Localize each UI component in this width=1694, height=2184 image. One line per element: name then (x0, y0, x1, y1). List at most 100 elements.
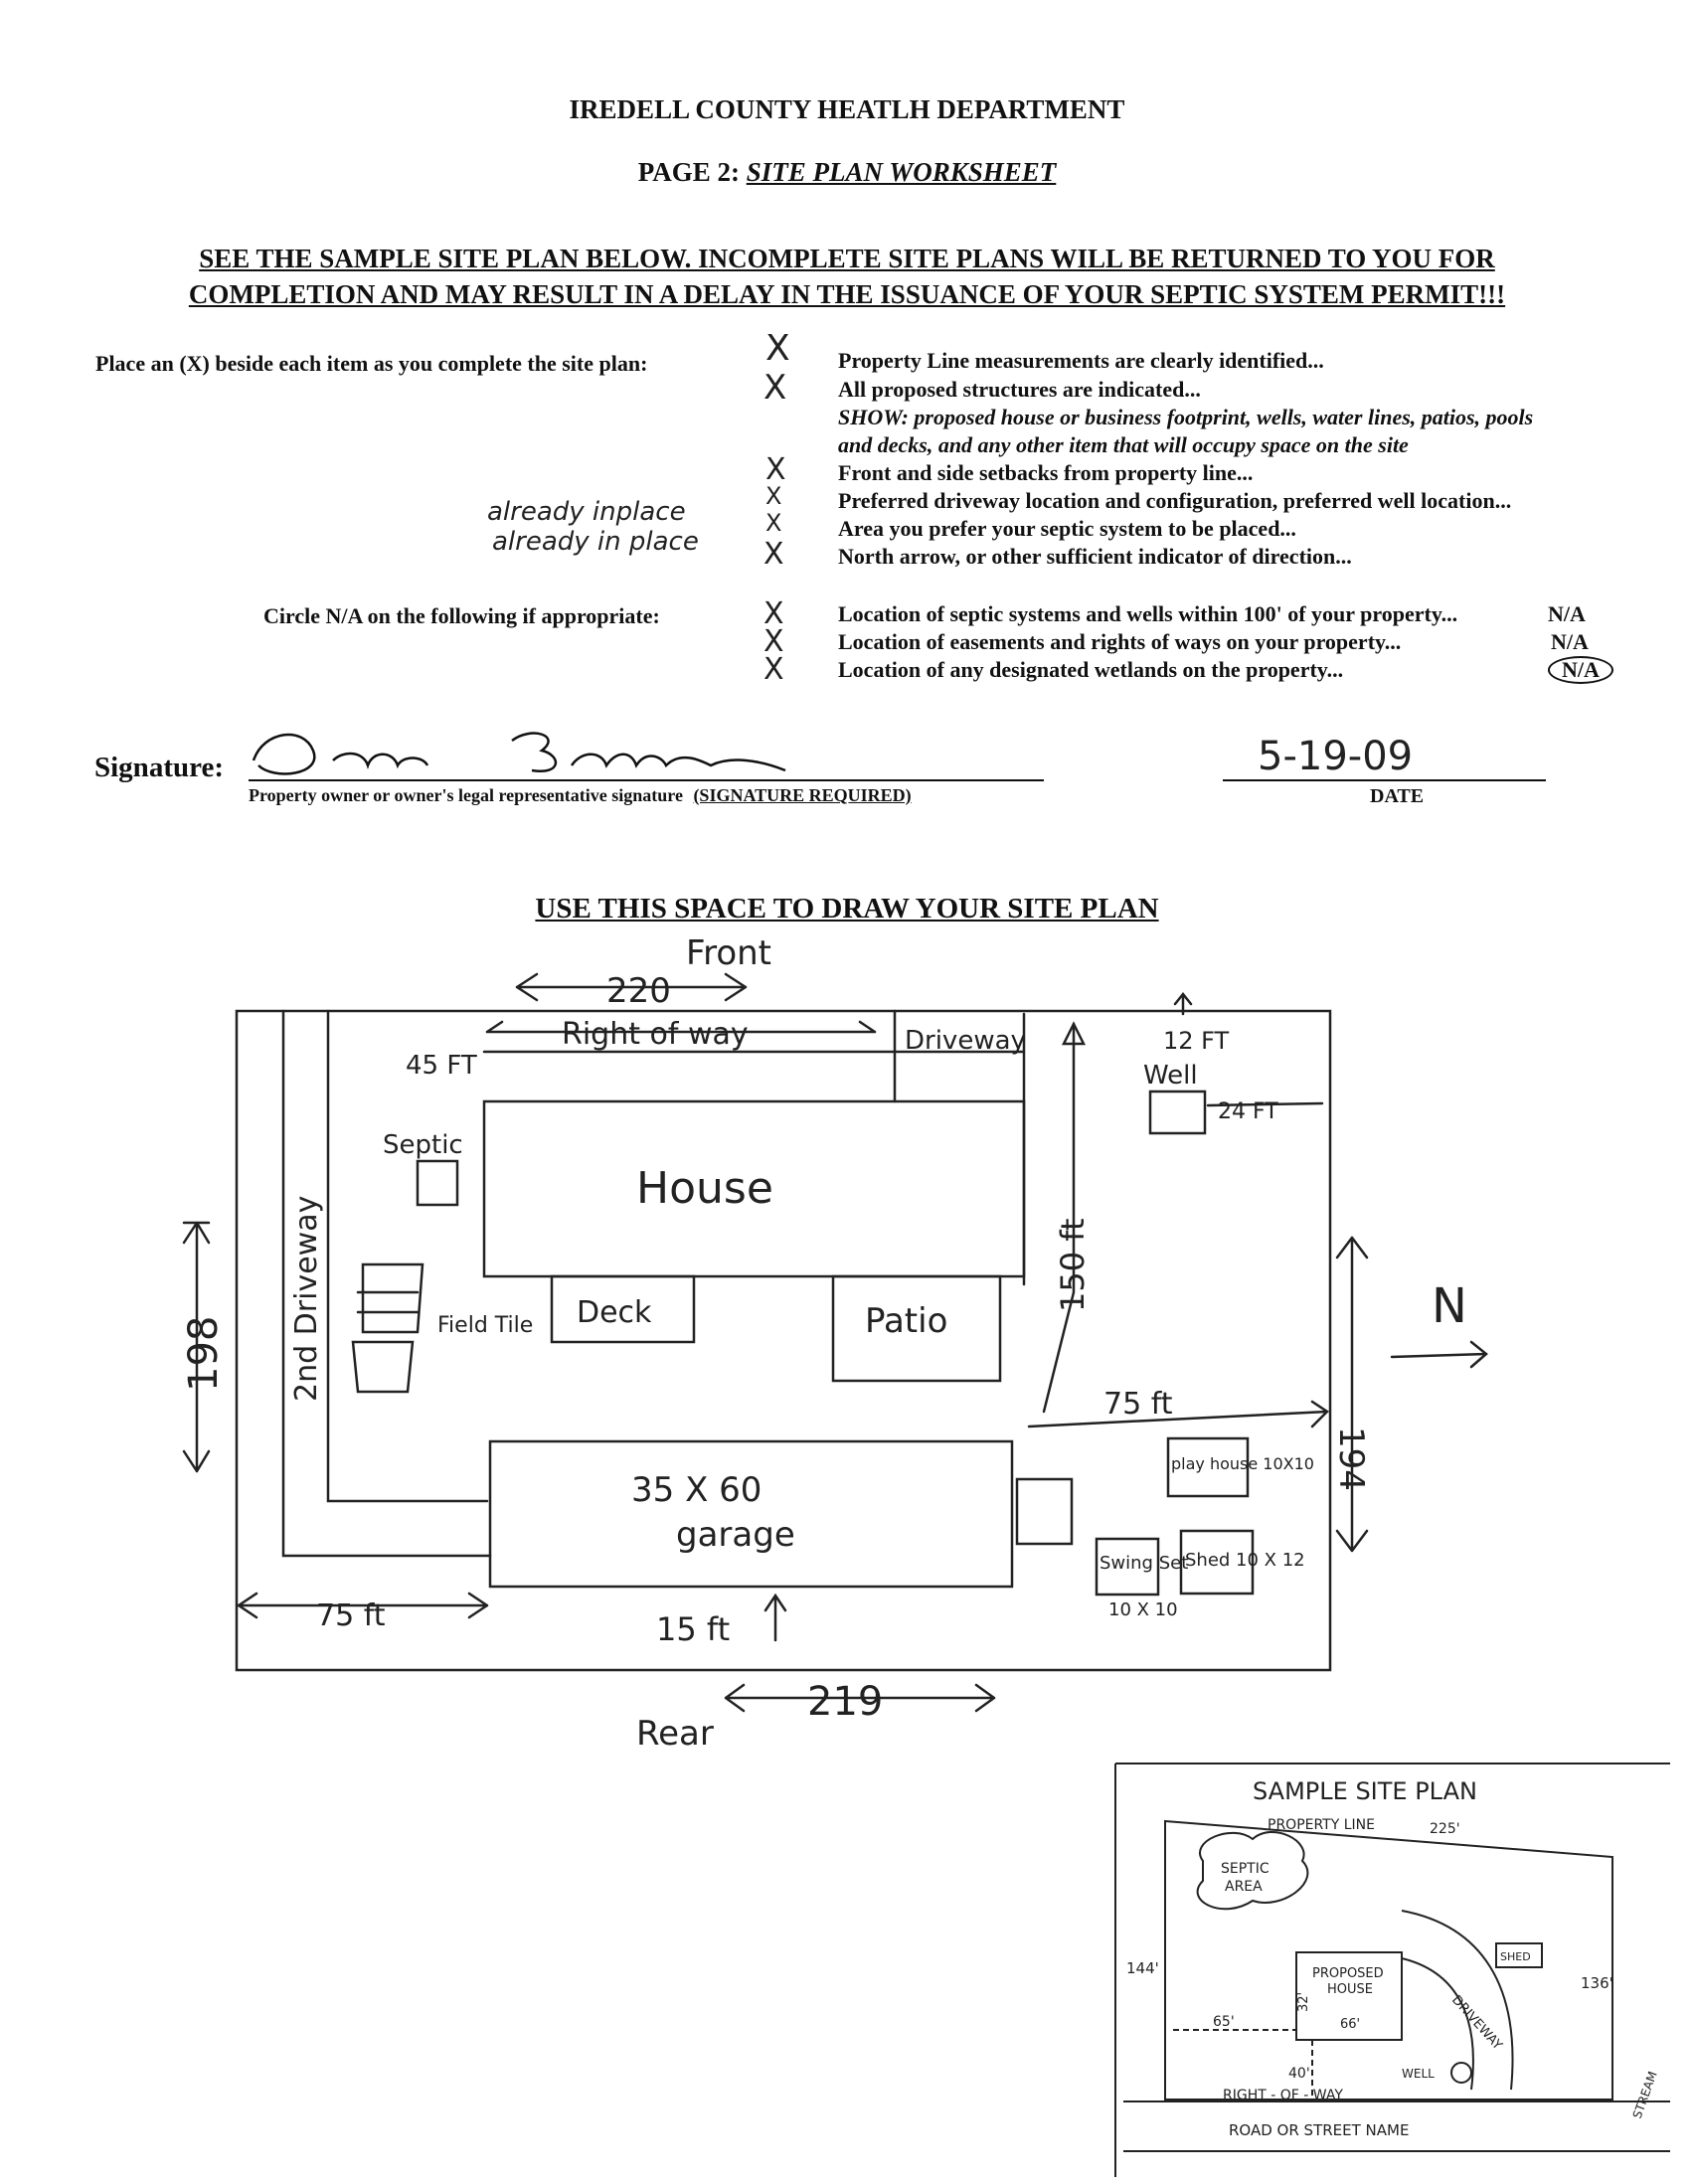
side-dimension-arrow (1027, 1400, 1329, 1428)
sample-driveway-inner (1401, 1957, 1474, 2091)
left-dimension-arrow (182, 1221, 211, 1473)
site-plan-heading: USE THIS SPACE TO DRAW YOUR SITE PLAN (535, 893, 1159, 924)
driveway-arrowhead (1061, 1021, 1087, 1046)
house-label: House (636, 1163, 773, 1214)
sample-house-label: HOUSE (1327, 1982, 1373, 1997)
sample-driveway-label: DRIVEWAY (1448, 1993, 1505, 2054)
page-title-text: SITE PLAN WORKSHEET (746, 157, 1057, 187)
checklist-instruction: Place an (X) beside each item as you com… (95, 351, 648, 376)
top-dimension: 220 (606, 971, 671, 1011)
swing-set-label: Swing Set (1100, 1553, 1188, 1574)
check-mark: X (765, 482, 782, 510)
sample-road-label: ROAD OR STREET NAME (1229, 2121, 1409, 2139)
driveway-dimension: 150 ft (1054, 1219, 1092, 1313)
checklist-item-driveway-well: Preferred driveway location and configur… (838, 488, 1512, 513)
sample-well-label: WELL (1402, 2067, 1435, 2081)
well-box (1148, 1090, 1207, 1135)
sample-left-dim: 144' (1126, 1959, 1159, 1977)
check-mark: X (765, 452, 786, 487)
department-title: IREDELL COUNTY HEATLH DEPARTMENT (569, 94, 1125, 124)
field-tile-label: Field Tile (437, 1313, 533, 1338)
handwritten-note: already inplace (487, 497, 686, 527)
swing-set-outline (1095, 1537, 1160, 1596)
checklist-item-setbacks: Front and side setbacks from property li… (838, 460, 1254, 485)
handwritten-note: already in place (492, 527, 699, 557)
na-item-easements: Location of easements and rights of ways… (838, 629, 1402, 654)
sample-road-lines (1123, 2100, 1670, 2152)
sample-frame (1114, 1763, 1670, 2177)
septic-box (416, 1159, 459, 1207)
well-arrow (1173, 991, 1193, 1016)
check-mark: X (765, 509, 782, 537)
na-item-septic-wells: Location of septic systems and wells wit… (838, 601, 1458, 626)
bottom-dimension: 219 (807, 1679, 883, 1725)
sample-area-label: AREA (1225, 1879, 1263, 1895)
sample-house-width: 66' (1340, 2017, 1360, 2032)
top-dimension-arrow (515, 972, 748, 1002)
septic-label: Septic (383, 1130, 463, 1160)
second-driveway-outer (281, 1009, 492, 1558)
sample-shed-label: SHED (1500, 1950, 1531, 1963)
signature-caption: Property owner or owner's legal represen… (249, 785, 912, 806)
left-dimension: 198 (181, 1316, 227, 1392)
na-label: N/A (1548, 601, 1586, 626)
well-dimension-2: 24 FT (1218, 1099, 1278, 1124)
north-label: N (1432, 1278, 1467, 1334)
signature-required: (SIGNATURE REQUIRED) (693, 785, 912, 805)
playhouse-label: play house 10X10 (1171, 1454, 1314, 1473)
check-mark: X (763, 537, 784, 572)
septic-dimension: 45 FT (406, 1051, 477, 1081)
sample-stream-label: STREAM (1630, 2070, 1660, 2120)
garage-outline (488, 1439, 1014, 1589)
check-mark: X (765, 328, 790, 369)
check-mark: X (763, 624, 784, 659)
warning-line-2: COMPLETION AND MAY RESULT IN A DELAY IN … (188, 279, 1506, 309)
checklist-item-structures: All proposed structures are indicated... (838, 377, 1201, 402)
date-label: DATE (1370, 785, 1425, 807)
bottom-left-dimension-arrow (237, 1592, 489, 1619)
page-title: PAGE 2: SITE PLAN WORKSHEET (0, 157, 1694, 188)
signature-caption-text: Property owner or owner's legal represen… (249, 785, 683, 805)
second-driveway-inner (326, 1009, 489, 1503)
playhouse-outline (1166, 1436, 1250, 1498)
check-mark: X (763, 596, 784, 631)
deck-label: Deck (577, 1295, 652, 1330)
date-line (1223, 779, 1546, 781)
date-value: 5-19-09 (1258, 734, 1414, 779)
rear-label: Rear (636, 1714, 714, 1754)
swing-set-size: 10 X 10 (1108, 1599, 1178, 1620)
field-tile-lines (351, 1262, 424, 1394)
sample-house-outline (1295, 1951, 1403, 2041)
sample-title: SAMPLE SITE PLAN (1253, 1777, 1477, 1805)
na-item-wetlands: Location of any designated wetlands on t… (838, 657, 1344, 682)
page-prefix: PAGE 2: (637, 157, 740, 187)
driveway-side (1022, 1012, 1076, 1414)
garage-label: garage (676, 1515, 795, 1555)
right-of-way-label: Right of way (562, 1017, 749, 1052)
signature-line (249, 779, 1044, 781)
sample-shed-outline (1495, 1942, 1543, 1968)
na-label-circled: N/A (1548, 656, 1613, 684)
sample-driveway-curve (1401, 1910, 1514, 2091)
patio-label: Patio (865, 1301, 947, 1341)
sample-septic-cloud (1196, 1831, 1309, 1911)
north-arrow (1390, 1340, 1488, 1369)
sample-side-setback-label: 65' (1213, 2014, 1235, 2030)
sample-property-line-label: PROPERTY LINE (1268, 1817, 1375, 1833)
well-offset-line (1206, 1101, 1324, 1107)
check-mark: X (763, 368, 787, 408)
side-dimension: 75 ft (1103, 1387, 1173, 1422)
shed-label: Shed 10 X 12 (1185, 1550, 1305, 1571)
na-instruction: Circle N/A on the following if appropria… (263, 603, 660, 628)
warning-line-1: SEE THE SAMPLE SITE PLAN BELOW. INCOMPLE… (199, 244, 1495, 273)
checklist-item-property-line: Property Line measurements are clearly i… (838, 348, 1324, 373)
property-line (235, 1009, 1332, 1672)
front-label: Front (686, 933, 771, 973)
shed-outline (1179, 1529, 1255, 1596)
sample-right-dim: 136' (1581, 1974, 1613, 1992)
garage-annex (1015, 1477, 1074, 1546)
bottom-left-dimension: 75 ft (316, 1598, 386, 1633)
second-driveway-label: 2nd Driveway (289, 1196, 324, 1402)
signature-label: Signature: (94, 752, 224, 783)
